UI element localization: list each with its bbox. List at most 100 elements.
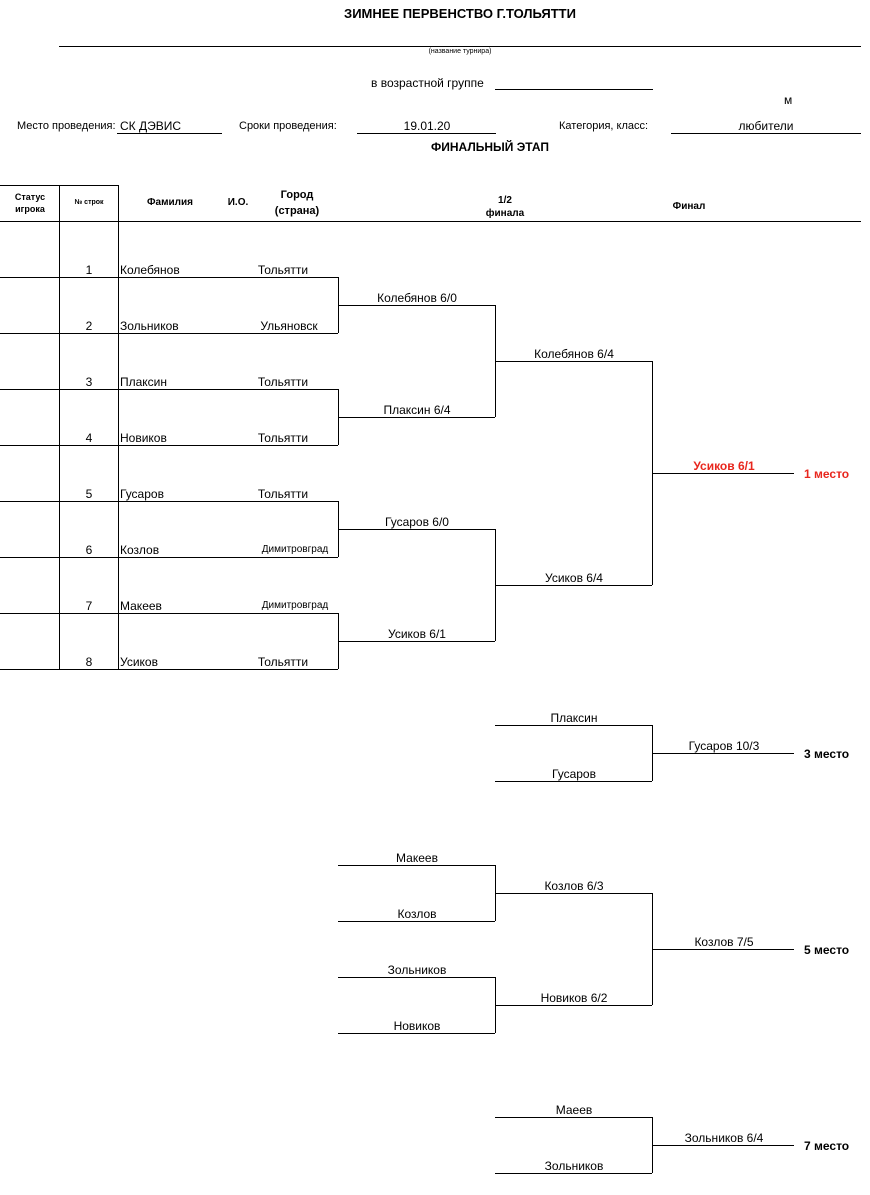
bracket-line <box>119 445 338 446</box>
tournament-caption: (название турнира) <box>428 48 492 55</box>
player-city: Тольятти <box>257 263 309 277</box>
col-divider-2 <box>118 185 119 669</box>
bracket-line <box>338 977 495 978</box>
bracket-line <box>495 1117 652 1118</box>
col-city-line1: Город <box>280 189 314 201</box>
bracket-line <box>495 1005 652 1006</box>
fifth-place-semi: Новиков 6/2 <box>540 991 608 1005</box>
bracket-line <box>495 361 652 362</box>
player-city: Тольятти <box>257 375 309 389</box>
col-status-line2: игрока <box>15 204 45 214</box>
player-city: Димитровград <box>261 600 329 611</box>
player-no: 2 <box>85 319 93 333</box>
venue-label: Место проведения: <box>17 120 116 132</box>
qf-result: Плаксин 6/4 <box>383 403 451 417</box>
bracket-line <box>652 473 794 474</box>
player-name: Усиков <box>120 655 158 669</box>
bracket-line <box>119 613 338 614</box>
bracket-line <box>338 1033 495 1034</box>
table-header-bottom <box>0 221 861 222</box>
stage-title: ФИНАЛЬНЫЙ ЭТАП <box>430 140 550 154</box>
row-line-7 <box>0 613 119 614</box>
player-no: 1 <box>85 263 93 277</box>
place-1: 1 место <box>804 467 850 481</box>
fifth-place-semi: Козлов 6/3 <box>544 879 604 893</box>
seventh-place-player: Зольников <box>544 1159 604 1173</box>
row-line-2 <box>0 333 119 334</box>
age-group-label: в возрастной группе <box>371 76 484 90</box>
qf-result: Усиков 6/1 <box>388 627 446 641</box>
row-line-3 <box>0 389 119 390</box>
player-no: 7 <box>85 599 93 613</box>
fifth-place-result: Козлов 7/5 <box>694 935 754 949</box>
col-initials: И.О. <box>227 197 249 208</box>
player-name: Новиков <box>120 431 167 445</box>
gender-mark: м <box>784 93 793 107</box>
qf-result: Колебянов 6/0 <box>377 291 457 305</box>
player-no: 8 <box>85 655 93 669</box>
col-row-no: № строк <box>74 199 104 206</box>
player-city: Тольятти <box>257 431 309 445</box>
bracket-line <box>652 1145 794 1146</box>
place-5: 5 место <box>804 943 850 957</box>
third-place-player: Гусаров <box>552 767 596 781</box>
third-place-result: Гусаров 10/3 <box>688 739 760 753</box>
venue-underline <box>117 133 222 134</box>
category-label: Категория, класс: <box>559 120 649 132</box>
sf-result: Усиков 6/4 <box>545 571 603 585</box>
place-3: 3 место <box>804 747 850 761</box>
player-no: 6 <box>85 543 93 557</box>
bracket-line <box>338 865 495 866</box>
bracket-line <box>338 921 495 922</box>
bracket-line <box>338 529 495 530</box>
dates-label: Сроки проведения: <box>239 120 337 132</box>
fifth-place-player: Новиков <box>393 1019 441 1033</box>
bracket-line <box>119 277 338 278</box>
player-city: Тольятти <box>257 655 309 669</box>
qf-result: Гусаров 6/0 <box>385 515 449 529</box>
age-group-field <box>495 89 653 90</box>
player-city: Тольятти <box>257 487 309 501</box>
player-city: Ульяновск <box>260 319 318 333</box>
title-underline <box>59 46 861 47</box>
player-no: 3 <box>85 375 93 389</box>
row-line-1 <box>0 277 119 278</box>
row-line-8 <box>0 669 119 670</box>
player-name: Гусаров <box>120 487 164 501</box>
bracket-line <box>495 893 652 894</box>
category-value: любители <box>738 119 794 133</box>
bracket-line <box>652 949 794 950</box>
row-line-6 <box>0 557 119 558</box>
bracket-line <box>652 753 794 754</box>
category-underline <box>671 133 861 134</box>
player-name: Колебянов <box>120 263 180 277</box>
bracket-line <box>495 725 652 726</box>
bracket-line <box>338 417 495 418</box>
bracket-line <box>495 781 652 782</box>
dates-underline <box>357 133 496 134</box>
sf-result: Колебянов 6/4 <box>534 347 614 361</box>
player-no: 4 <box>85 431 93 445</box>
seventh-place-result: Зольников 6/4 <box>684 1131 764 1145</box>
col-divider-1 <box>59 185 60 669</box>
col-surname: Фамилия <box>147 197 193 208</box>
fifth-place-player: Макеев <box>396 851 438 865</box>
player-name: Козлов <box>120 543 160 557</box>
bracket-line <box>338 305 495 306</box>
col-city-line2: (страна) <box>274 205 320 217</box>
bracket-line <box>119 389 338 390</box>
bracket-line <box>338 641 495 642</box>
bracket-line <box>119 333 338 334</box>
player-no: 5 <box>85 487 93 501</box>
bracket-line <box>119 501 338 502</box>
player-name: Плаксин <box>120 375 168 389</box>
player-name: Зольников <box>120 319 179 333</box>
col-final: Финал <box>672 201 706 212</box>
col-semi-line1: 1/2 <box>498 195 512 206</box>
third-place-player: Плаксин <box>550 711 598 725</box>
col-status-line1: Статус <box>14 192 46 202</box>
fifth-place-player: Зольников <box>387 963 447 977</box>
seventh-place-player: Маеев <box>555 1103 593 1117</box>
dates-value: 19.01.20 <box>403 119 451 133</box>
tournament-title: ЗИМНЕЕ ПЕРВЕНСТВО Г.ТОЛЬЯТТИ <box>344 6 576 21</box>
